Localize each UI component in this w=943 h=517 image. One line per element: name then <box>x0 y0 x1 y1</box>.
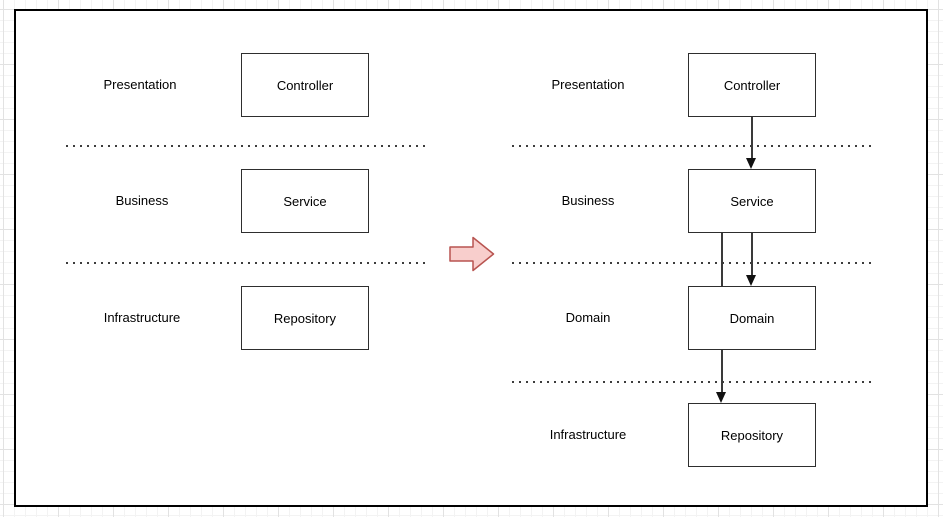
right-node-repository: Repository <box>688 403 816 467</box>
edge-controller-to-service <box>751 117 753 158</box>
left-layer-label-business: Business <box>115 193 169 208</box>
arrowhead-service-to-domain <box>746 275 756 286</box>
right-layer-label-presentation: Presentation <box>551 77 625 92</box>
left-node-controller: Controller <box>241 53 369 117</box>
left-layer-separator-2 <box>66 262 428 264</box>
transform-right-arrow-icon <box>449 236 495 277</box>
arrowhead-service-to-repository <box>716 392 726 403</box>
right-block-arrow-shape <box>449 236 495 272</box>
left-node-service: Service <box>241 169 369 233</box>
right-layer-label-infrastructure: Infrastructure <box>549 427 627 442</box>
left-layer-label-presentation: Presentation <box>103 77 177 92</box>
left-layer-separator-1 <box>66 145 428 147</box>
right-layer-separator-3 <box>512 381 872 383</box>
left-node-repository: Repository <box>241 286 369 350</box>
right-layer-label-business: Business <box>561 193 615 208</box>
right-layer-separator-2 <box>512 262 872 264</box>
right-node-service: Service <box>688 169 816 233</box>
arrowhead-controller-to-service <box>746 158 756 169</box>
right-layer-separator-1 <box>512 145 872 147</box>
left-layer-label-infrastructure: Infrastructure <box>103 310 181 325</box>
right-layer-label-domain: Domain <box>565 310 611 325</box>
right-node-controller: Controller <box>688 53 816 117</box>
right-node-domain: Domain <box>688 286 816 350</box>
edge-service-to-domain <box>751 233 753 275</box>
